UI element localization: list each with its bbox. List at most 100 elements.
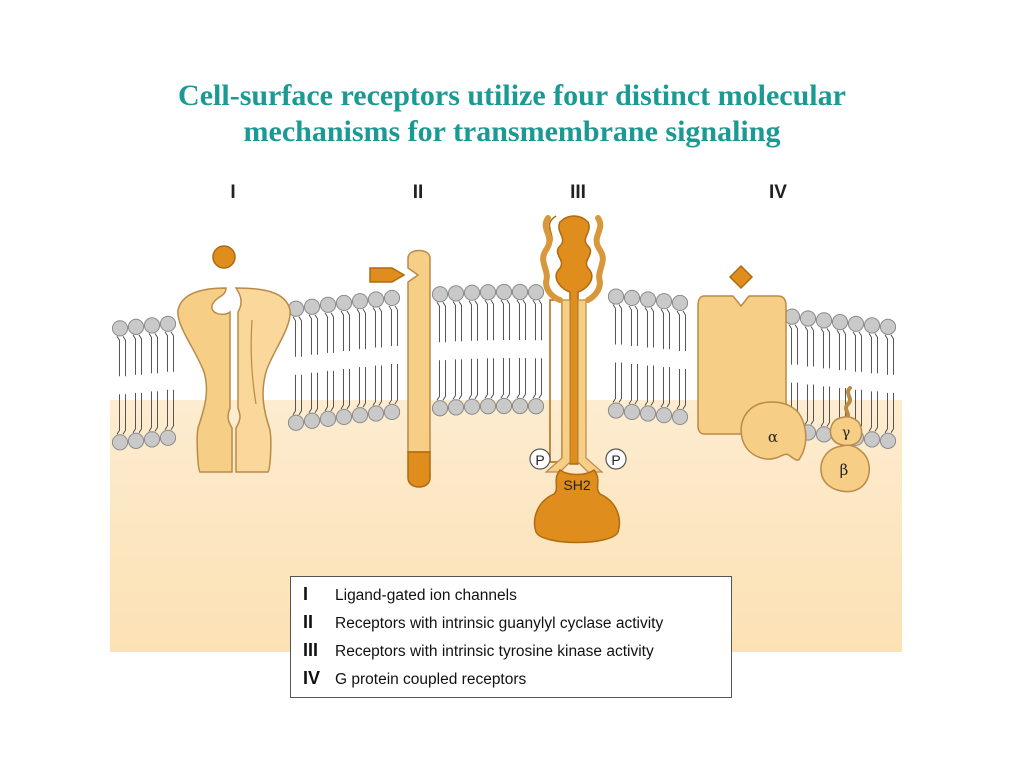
slide-title: Cell-surface receptors utilize four dist… — [0, 78, 1024, 150]
lipid-head — [623, 403, 641, 421]
guanylyl-receptor-upper — [407, 249, 431, 453]
lipid-bilayer — [111, 283, 897, 451]
lipid-tail — [484, 300, 494, 399]
sh2-domain — [533, 468, 621, 544]
lipid-head — [111, 434, 129, 451]
legend-row: III Receptors with intrinsic tyrosine ki… — [303, 640, 721, 668]
lipid-head — [367, 291, 385, 308]
lipid-head — [447, 285, 465, 302]
phosphate-left — [529, 448, 551, 470]
g-gamma-label: γ — [842, 425, 850, 441]
lipid-tail — [308, 314, 318, 413]
lipid-tail — [356, 308, 366, 408]
lipid-tail — [164, 331, 174, 431]
lipid-head — [351, 407, 369, 424]
receptor-iv-gpcr: α γ β — [697, 264, 870, 493]
lipid-head — [511, 397, 529, 415]
kinase-outer-wrap — [540, 215, 606, 303]
lipid-tail — [804, 326, 814, 425]
lipid-tail — [500, 299, 510, 399]
lipid-head — [479, 398, 497, 415]
lipid-head — [863, 317, 881, 334]
lipid-head — [431, 400, 449, 417]
lipid-head — [671, 294, 689, 312]
phosphate-left-label: P — [535, 452, 544, 468]
ligand-circle — [212, 245, 236, 269]
title-line-1: Cell-surface receptors utilize four dist… — [178, 79, 846, 112]
lipid-tail — [516, 299, 526, 399]
lipid-head — [303, 298, 321, 315]
channel-inner-line — [250, 319, 257, 405]
legend-row: IV G protein coupled receptors — [303, 668, 721, 696]
lipid-head — [655, 407, 673, 424]
lipid-head — [799, 310, 817, 327]
lipid-head — [479, 284, 497, 301]
lipid-head — [671, 408, 689, 426]
lipid-head — [639, 405, 657, 422]
lipid-tail — [132, 334, 142, 434]
numeral-iv: IV — [769, 182, 787, 203]
lipid-head — [303, 412, 321, 429]
legend-numeral: II — [303, 612, 314, 632]
receptor-iii-tyrosine-kinase: P P SH2 — [529, 215, 627, 544]
lipid-head — [831, 314, 849, 331]
g-alpha-label: α — [768, 428, 778, 446]
lipid-tail — [372, 307, 382, 406]
lipid-tail — [532, 300, 542, 399]
lipid-head — [351, 293, 369, 310]
lipid-head — [815, 312, 833, 329]
lipid-tail — [852, 331, 862, 431]
lipid-tail — [644, 307, 654, 406]
lipid-tail — [324, 312, 334, 412]
lipid-head — [447, 399, 465, 416]
lipid-tail — [148, 333, 158, 432]
lipid-tail — [884, 334, 894, 434]
ion-channel-left-subunit — [177, 287, 233, 473]
phosphate-right — [605, 448, 627, 470]
lipid-head — [863, 431, 881, 448]
legend-numeral: IV — [303, 668, 321, 688]
guanylyl-cyclase-domain — [407, 451, 431, 488]
lipid-head — [159, 315, 177, 332]
numeral-ii: II — [413, 182, 424, 203]
lipid-head — [159, 429, 177, 446]
lipid-head — [815, 426, 833, 443]
lipid-head — [335, 408, 353, 426]
legend-row: II Receptors with intrinsic guanylyl cyc… — [303, 612, 721, 640]
lipid-head — [495, 283, 513, 301]
lipid-head — [383, 289, 401, 307]
sh2-label: SH2 — [563, 477, 590, 493]
g-gamma-tail — [844, 386, 852, 420]
lipid-head — [431, 286, 449, 303]
legend-text: G protein coupled receptors — [335, 671, 527, 688]
lipid-tail — [676, 310, 686, 410]
lipid-tail — [628, 305, 638, 405]
ion-channel-right-subunit — [234, 287, 291, 473]
g-alpha-subunit — [740, 401, 807, 461]
title-line-2: mechanisms for transmembrane signaling — [243, 115, 781, 148]
lipid-tail — [868, 333, 878, 432]
lipid-tail — [468, 300, 478, 399]
ligand-arrow — [369, 267, 406, 283]
g-beta-label: β — [840, 461, 849, 479]
lipid-head — [143, 431, 161, 448]
lipid-tail — [292, 316, 302, 415]
lipid-head — [463, 284, 481, 301]
g-gamma-subunit — [829, 415, 863, 447]
lipid-head — [127, 318, 145, 335]
legend-text: Ligand-gated ion channels — [335, 587, 517, 604]
lipid-tail — [340, 310, 350, 410]
lipid-head — [127, 432, 145, 449]
lipid-tail — [820, 328, 830, 427]
lipid-tail — [116, 336, 126, 435]
lipid-tail — [612, 304, 622, 403]
lipid-tail — [660, 308, 670, 408]
lipid-tail — [452, 301, 462, 400]
legend-text: Receptors with intrinsic tyrosine kinase… — [335, 643, 654, 660]
lipid-head — [527, 398, 545, 415]
ligand-diamond — [728, 264, 754, 290]
lipid-head — [111, 320, 129, 337]
lipid-head — [623, 289, 641, 307]
lipid-head — [319, 410, 337, 427]
lipid-head — [143, 317, 161, 334]
